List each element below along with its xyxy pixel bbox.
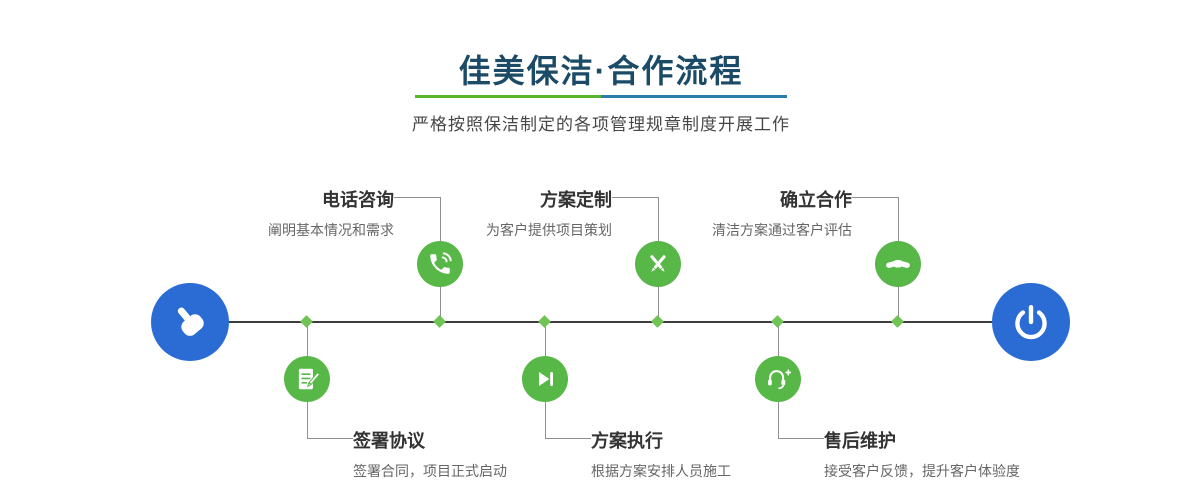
step-description: 为客户提供项目策划 [486,222,612,238]
divider-green-segment [415,95,601,98]
timeline-line [190,321,1031,323]
step-description: 签署合同，项目正式启动 [353,463,507,479]
step-node-execution [522,356,568,402]
step-sign-agreement: 签署协议 签署合同，项目正式启动 [353,427,507,481]
timeline-diamond-marker [651,315,664,328]
timeline-start-node [151,283,229,361]
step-label: 售后维护 [824,431,896,451]
step-description: 清洁方案通过客户评估 [712,222,852,238]
power-icon [1015,304,1047,340]
step-node-cooperation [875,241,921,287]
divider-blue-segment [601,95,787,98]
step-plan-customize: 方案定制 为客户提供项目策划 [486,186,612,240]
phone-icon [430,252,452,274]
pointer-hand-icon [177,307,204,336]
step-establish-cooperation: 确立合作 清洁方案通过客户评估 [712,186,852,240]
step-label: 方案定制 [540,190,612,210]
connector-line [545,438,591,439]
connector-line [307,438,353,439]
crossed-pencils-icon [650,255,666,272]
title-divider [415,95,787,98]
step-phone-consult: 电话咨询 阐明基本情况和需求 [268,186,394,240]
page-subtitle: 严格按照保洁制定的各项管理规章制度开展工作 [412,115,790,134]
step-description: 根据方案安排人员施工 [591,463,731,479]
timeline-diamond-marker [433,315,446,328]
step-description: 接受客户反馈，提升客户体验度 [824,463,1020,479]
timeline-diamond-marker [538,315,551,328]
step-label: 确立合作 [780,190,852,210]
step-description: 阐明基本情况和需求 [268,222,394,238]
timeline-diamond-marker [771,315,784,328]
connector-line [852,197,898,198]
page-title: 佳美保洁·合作流程 [458,53,744,89]
step-label: 电话咨询 [322,190,394,210]
connector-line [394,197,440,198]
step-aftersales-maintenance: 售后维护 接受客户反馈，提升客户体验度 [824,427,1020,481]
step-label: 方案执行 [591,431,663,451]
step-node-aftersales [755,356,801,402]
timeline-end-node [992,283,1070,361]
connector-line [612,197,658,198]
step-label: 签署协议 [353,431,425,451]
step-plan-execution: 方案执行 根据方案安排人员施工 [591,427,731,481]
step-node-agreement [284,356,330,402]
connector-line [778,438,824,439]
headset-plus-icon [767,369,791,390]
step-node-plan [635,241,681,287]
step-forward-icon [539,371,554,387]
timeline-diamond-marker [300,315,313,328]
step-node-phone [417,241,463,287]
handshake-icon [886,259,910,268]
document-pen-icon [298,368,320,390]
timeline-diamond-marker [891,315,904,328]
